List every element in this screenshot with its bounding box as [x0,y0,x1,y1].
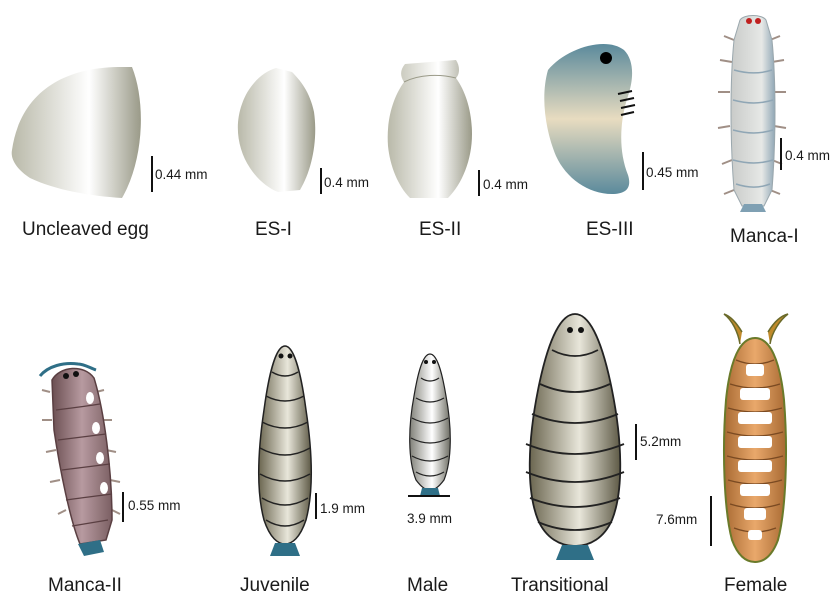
es-iii-scale-label: 0.45 mm [646,165,699,180]
es-i-label: ES-I [255,219,292,240]
uncleaved-egg-scale-label: 0.44 mm [155,167,208,182]
es-iii-label: ES-III [586,219,634,240]
juvenile-eye-icon [288,354,293,359]
female-label: Female [724,575,787,595]
manca-i-scale-label: 0.4 mm [785,148,830,163]
manca-ii-eye-icon [63,373,69,379]
male-eye-icon [432,360,436,364]
transitional-scale-label: 5.2mm [640,434,681,449]
uncleaved-egg-label: Uncleaved egg [22,219,149,240]
es-ii-illustration [388,60,472,198]
transitional-eye-icon [567,327,573,333]
female-scale-label: 7.6mm [656,512,697,527]
juvenile-label: Juvenile [240,575,310,595]
manca-ii-illustration [40,364,120,557]
manca-i-label: Manca-I [730,226,799,247]
es-ii-scale-label: 0.4 mm [483,177,528,192]
uncleaved-egg-illustration [12,67,141,198]
es-i-scale-label: 0.4 mm [324,175,369,190]
male-label: Male [407,575,448,595]
male-eye-icon [424,360,428,364]
transitional-label: Transitional [511,575,609,595]
male-illustration [410,354,451,496]
transitional-illustration [526,314,624,560]
manca-ii-label: Manca-II [48,575,122,595]
manca-i-illustration [718,16,786,213]
manca-ii-scale-label: 0.55 mm [128,498,181,513]
transitional-eye-icon [578,327,584,333]
juvenile-eye-icon [279,354,284,359]
es-iii-illustration [544,44,635,194]
female-illustration [724,314,788,562]
es-i-illustration [238,68,315,192]
manca-i-eye-icon [746,18,752,24]
juvenile-scale-label: 1.9 mm [320,501,365,516]
manca-i-eye-icon [755,18,761,24]
es-ii-label: ES-II [419,219,461,240]
manca-ii-eye-icon [73,371,79,377]
juvenile-illustration [259,346,312,556]
es-iii-eye-icon [600,52,612,64]
male-scale-label: 3.9 mm [407,511,452,526]
